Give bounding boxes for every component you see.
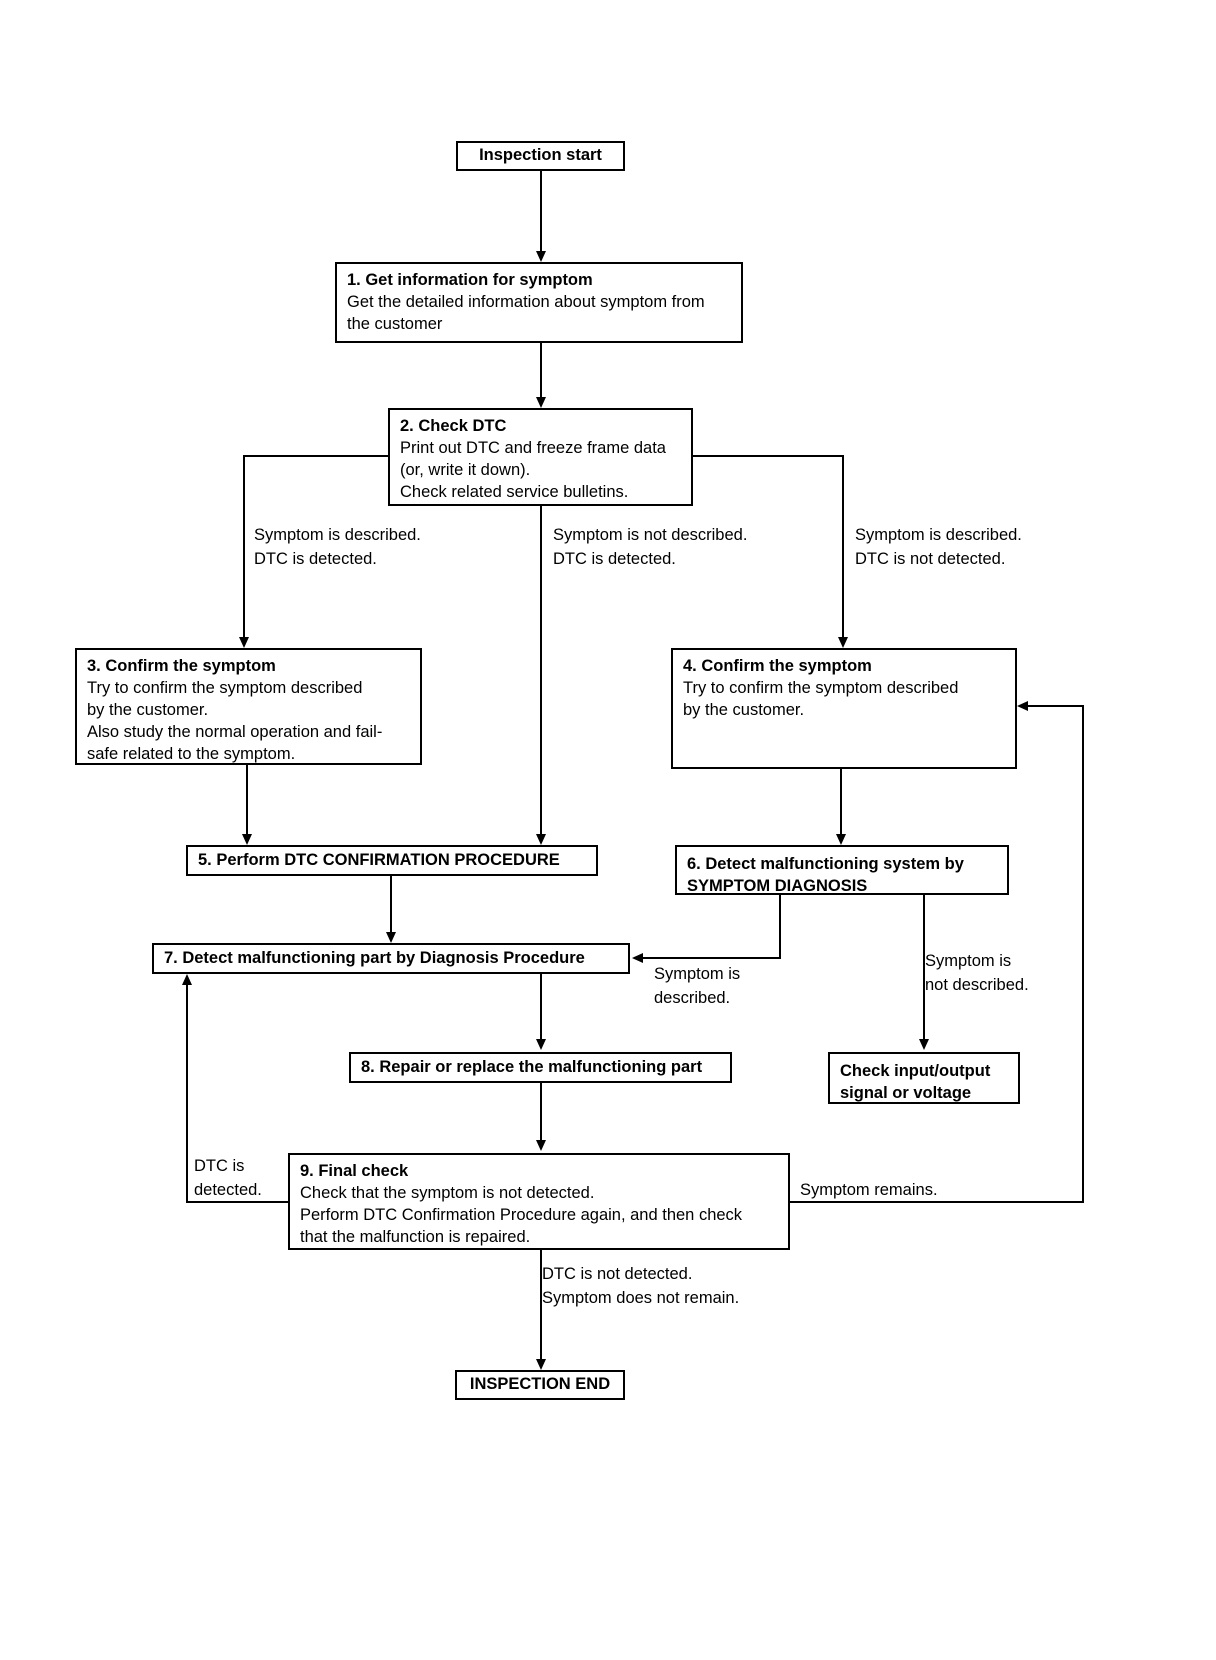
arrowhead-step9-to-step4: [1017, 701, 1028, 711]
edge-step6-to-step7-horizontal: [643, 957, 781, 959]
edge-step9-to-step4-vertical: [1082, 705, 1084, 1203]
node-step-7-title: 7. Detect malfunctioning part by Diagnos…: [164, 948, 585, 967]
arrowhead-step9-to-end: [536, 1359, 546, 1370]
edge-step2-down-middle: [540, 506, 542, 836]
edge-step2-right-bus: [691, 455, 844, 457]
node-step-6-title: 6. Detect malfunctioning system by SYMPT…: [687, 855, 964, 896]
edge-step6-to-check-io: [923, 895, 925, 1041]
node-step-7[interactable]: 7. Detect malfunctioning part by Diagnos…: [152, 943, 630, 974]
arrowhead-step4-to-step6: [836, 834, 846, 845]
node-step-4[interactable]: 4. Confirm the symptom Try to confirm th…: [671, 648, 1017, 769]
arrowhead-step1-to-step2: [536, 397, 546, 408]
node-check-io[interactable]: Check input/output signal or voltage: [828, 1052, 1020, 1104]
node-inspection-start[interactable]: Inspection start: [456, 141, 625, 171]
edge-label-symptom-described: Symptom is described.: [654, 965, 741, 1007]
arrowhead-step6-to-check-io: [919, 1039, 929, 1050]
arrowhead-start-to-step1: [536, 251, 546, 262]
edge-start-to-step1: [540, 171, 542, 251]
node-step-9[interactable]: 9. Final check Check that the symptom is…: [288, 1153, 790, 1250]
edge-step4-to-step6: [840, 769, 842, 836]
edge-step2-left-bus: [243, 455, 390, 457]
node-inspection-end[interactable]: INSPECTION END: [455, 1370, 625, 1400]
node-step-4-body: Try to confirm the symptom described by …: [683, 678, 959, 719]
edge-label-branch-left: Symptom is described. DTC is detected.: [254, 526, 421, 568]
arrowhead-step2-to-step4: [838, 637, 848, 648]
arrowhead-step9-to-step7: [182, 974, 192, 985]
node-step-2-title: 2. Check DTC: [400, 417, 507, 435]
edge-step3-to-step5: [246, 765, 248, 836]
node-step-1-body: Get the detailed information about sympt…: [347, 292, 705, 333]
edge-label-final-ok: DTC is not detected. Symptom does not re…: [542, 1265, 740, 1307]
node-step-8-title: 8. Repair or replace the malfunctioning …: [361, 1057, 703, 1076]
edge-step8-to-step9: [540, 1083, 542, 1142]
node-step-1-title: 1. Get information for symptom: [347, 271, 593, 289]
edge-label-dtc-detected: DTC is detected.: [194, 1157, 262, 1199]
edge-step2-to-step3: [243, 455, 245, 637]
edge-step9-to-end: [540, 1250, 542, 1360]
edge-step1-to-step2: [540, 343, 542, 397]
edge-step6-to-step7-vertical: [779, 895, 781, 959]
node-step-9-title: 9. Final check: [300, 1162, 409, 1180]
edge-label-symptom-not-described: Symptom is not described.: [925, 952, 1029, 994]
edge-step9-to-step7-horizontal: [186, 1201, 290, 1203]
node-step-6[interactable]: 6. Detect malfunctioning system by SYMPT…: [675, 845, 1009, 895]
edge-step7-to-step8: [540, 974, 542, 1041]
node-step-9-body: Check that the symptom is not detected. …: [300, 1183, 743, 1246]
arrowhead-step7-to-step8: [536, 1039, 546, 1050]
node-inspection-start-title: Inspection start: [479, 146, 602, 165]
edge-label-symptom-remains: Symptom remains.: [800, 1181, 938, 1199]
arrowhead-step8-to-step9: [536, 1140, 546, 1151]
node-step-2[interactable]: 2. Check DTC Print out DTC and freeze fr…: [388, 408, 693, 506]
node-step-1[interactable]: 1. Get information for symptom Get the d…: [335, 262, 743, 343]
node-inspection-end-title: INSPECTION END: [469, 1375, 611, 1394]
node-step-2-body: Print out DTC and freeze frame data (or,…: [400, 438, 666, 501]
edge-label-branch-right: Symptom is described. DTC is not detecte…: [855, 526, 1022, 568]
arrowhead-step2-to-step5: [536, 834, 546, 845]
edge-step5-to-step7: [390, 876, 392, 934]
node-step-3-body: Try to confirm the symptom described by …: [87, 678, 383, 763]
edge-step9-to-step7-vertical: [186, 985, 188, 1203]
edge-step2-to-step4: [842, 455, 844, 637]
arrowhead-step2-to-step3: [239, 637, 249, 648]
edge-step9-to-step4-bottom: [788, 1201, 1084, 1203]
node-check-io-title: Check input/output signal or voltage: [840, 1062, 991, 1103]
edge-label-branch-middle: Symptom is not described. DTC is detecte…: [553, 526, 748, 568]
arrowhead-step3-to-step5: [242, 834, 252, 845]
node-step-8[interactable]: 8. Repair or replace the malfunctioning …: [349, 1052, 732, 1083]
node-step-5[interactable]: 5. Perform DTC CONFIRMATION PROCEDURE: [186, 845, 598, 876]
node-step-4-title: 4. Confirm the symptom: [683, 657, 872, 675]
node-step-5-title: 5. Perform DTC CONFIRMATION PROCEDURE: [198, 850, 560, 869]
node-step-3-title: 3. Confirm the symptom: [87, 657, 276, 675]
arrowhead-step6-to-step7: [632, 953, 643, 963]
arrowhead-step5-to-step7: [386, 932, 396, 943]
edge-step9-to-step4-top: [1028, 705, 1084, 707]
node-step-3[interactable]: 3. Confirm the symptom Try to confirm th…: [75, 648, 422, 765]
